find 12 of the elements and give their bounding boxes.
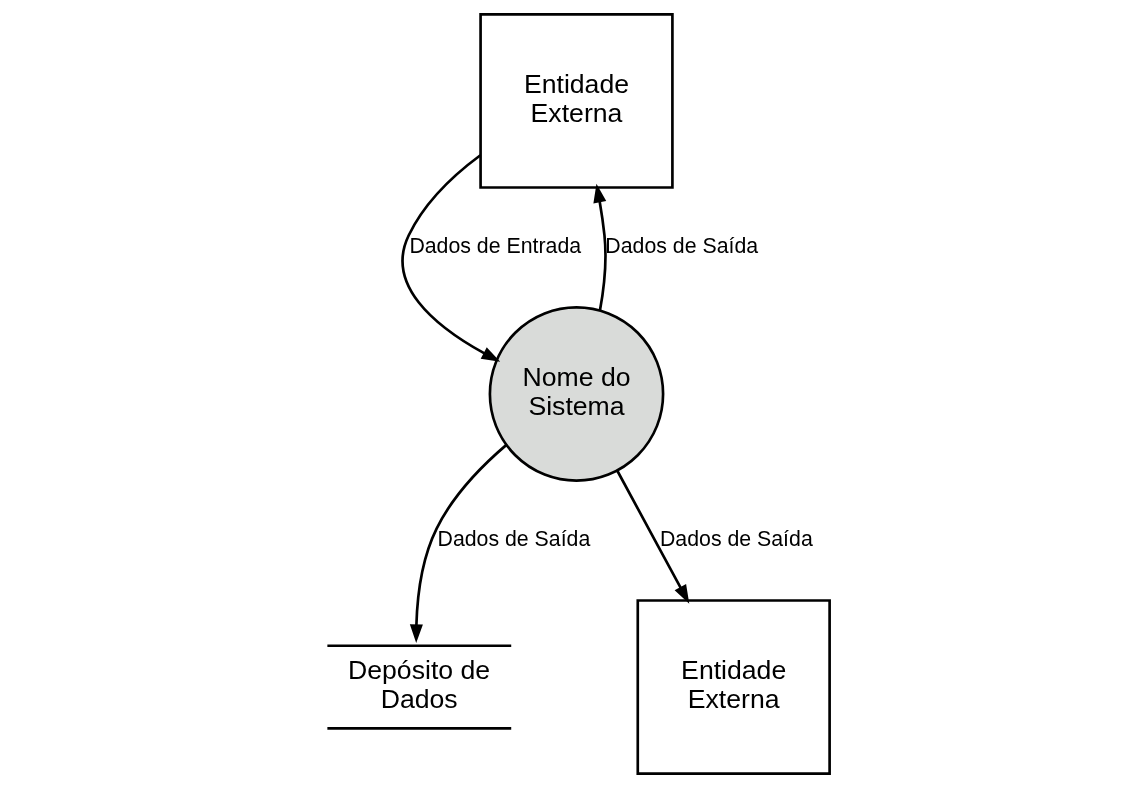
- node-circle: Nome do Sistema: [488, 305, 665, 482]
- arrow: [616, 469, 690, 604]
- edge-label: Dados de Saída: [659, 526, 813, 551]
- edge-label: Dados de Saída: [605, 233, 759, 258]
- node-text: Depósito de Dados: [348, 654, 491, 714]
- node-box: Entidade Externa: [479, 12, 674, 189]
- arrow: [401, 153, 501, 362]
- node-box: Entidade Externa: [636, 598, 831, 775]
- arrow: [409, 443, 508, 643]
- edge-label: Dados de Saída: [437, 526, 591, 551]
- arrow: [593, 183, 607, 311]
- edge-label: Dados de Entrada: [409, 233, 582, 258]
